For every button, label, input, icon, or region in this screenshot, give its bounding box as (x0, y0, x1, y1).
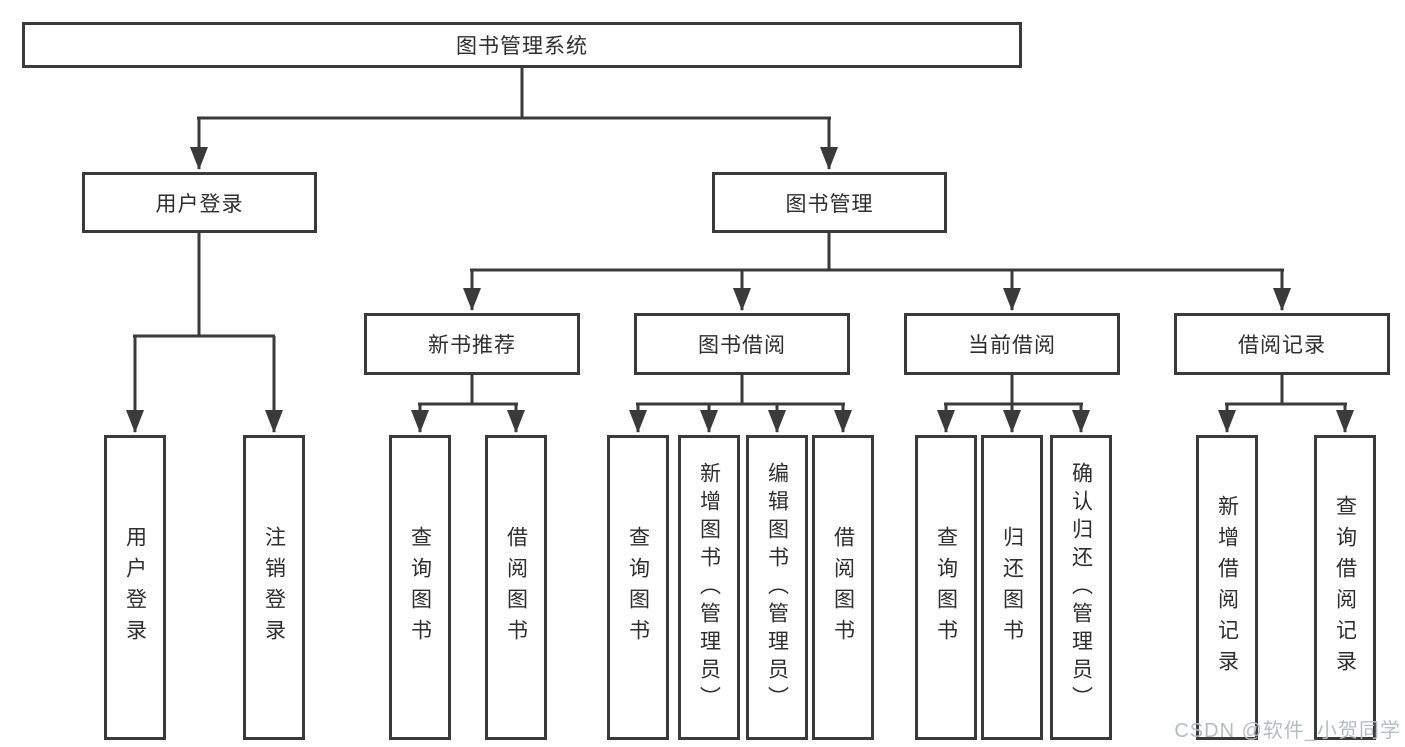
leaf-add-books-admin: 新增图书（管理员） (678, 435, 740, 740)
leaf-user-login-label: 用户登录 (123, 525, 147, 650)
leaf-logout-label: 注销登录 (262, 525, 286, 650)
leaf-logout: 注销登录 (243, 435, 305, 740)
leaf-user-login: 用户登录 (104, 435, 166, 740)
leaf-borrow-books-recommend: 借阅图书 (485, 435, 547, 740)
node-root-system: 图书管理系统 (22, 22, 1022, 68)
leaf-query-books-current: 查询图书 (915, 435, 977, 740)
leaf-query-books-recommend-label: 查询图书 (408, 525, 432, 650)
leaf-return-books-label: 归还图书 (1000, 525, 1024, 650)
node-new-book-recommendation: 新书推荐 (364, 313, 580, 375)
leaf-query-books-borrow: 查询图书 (607, 435, 669, 740)
node-current-borrowing-label: 当前借阅 (968, 334, 1056, 357)
leaf-edit-books-admin-label: 编辑图书（管理员） (765, 461, 789, 714)
leaf-add-borrow-record: 新增借阅记录 (1196, 435, 1258, 740)
node-current-borrowing: 当前借阅 (904, 313, 1120, 375)
leaf-add-books-admin-label: 新增图书（管理员） (697, 461, 721, 714)
leaf-edit-books-admin: 编辑图书（管理员） (746, 435, 808, 740)
node-book-borrowing: 图书借阅 (634, 313, 850, 375)
leaf-query-borrow-record-label: 查询借阅记录 (1333, 494, 1357, 681)
leaf-query-books-borrow-label: 查询图书 (626, 525, 650, 650)
leaf-query-books-recommend: 查询图书 (389, 435, 451, 740)
leaf-query-borrow-record: 查询借阅记录 (1314, 435, 1376, 740)
node-user-login-branch: 用户登录 (82, 172, 317, 233)
node-book-management-branch: 图书管理 (712, 172, 947, 233)
node-book-borrowing-label: 图书借阅 (698, 334, 786, 357)
leaf-borrow-books-label: 借阅图书 (831, 525, 855, 650)
leaf-confirm-return-admin-label: 确认归还（管理员） (1069, 461, 1093, 714)
leaf-query-books-current-label: 查询图书 (934, 525, 958, 650)
node-borrowing-records-label: 借阅记录 (1238, 334, 1326, 357)
node-book-management-branch-label: 图书管理 (785, 192, 874, 216)
leaf-confirm-return-admin: 确认归还（管理员） (1050, 435, 1112, 740)
leaf-return-books: 归还图书 (981, 435, 1043, 740)
node-user-login-branch-label: 用户登录 (155, 192, 244, 216)
leaf-add-borrow-record-label: 新增借阅记录 (1215, 494, 1239, 681)
node-new-book-recommendation-label: 新书推荐 (428, 334, 516, 357)
leaf-borrow-books-recommend-label: 借阅图书 (504, 525, 528, 650)
node-borrowing-records: 借阅记录 (1174, 313, 1390, 375)
leaf-borrow-books: 借阅图书 (812, 435, 874, 740)
node-root-system-label: 图书管理系统 (456, 35, 588, 58)
